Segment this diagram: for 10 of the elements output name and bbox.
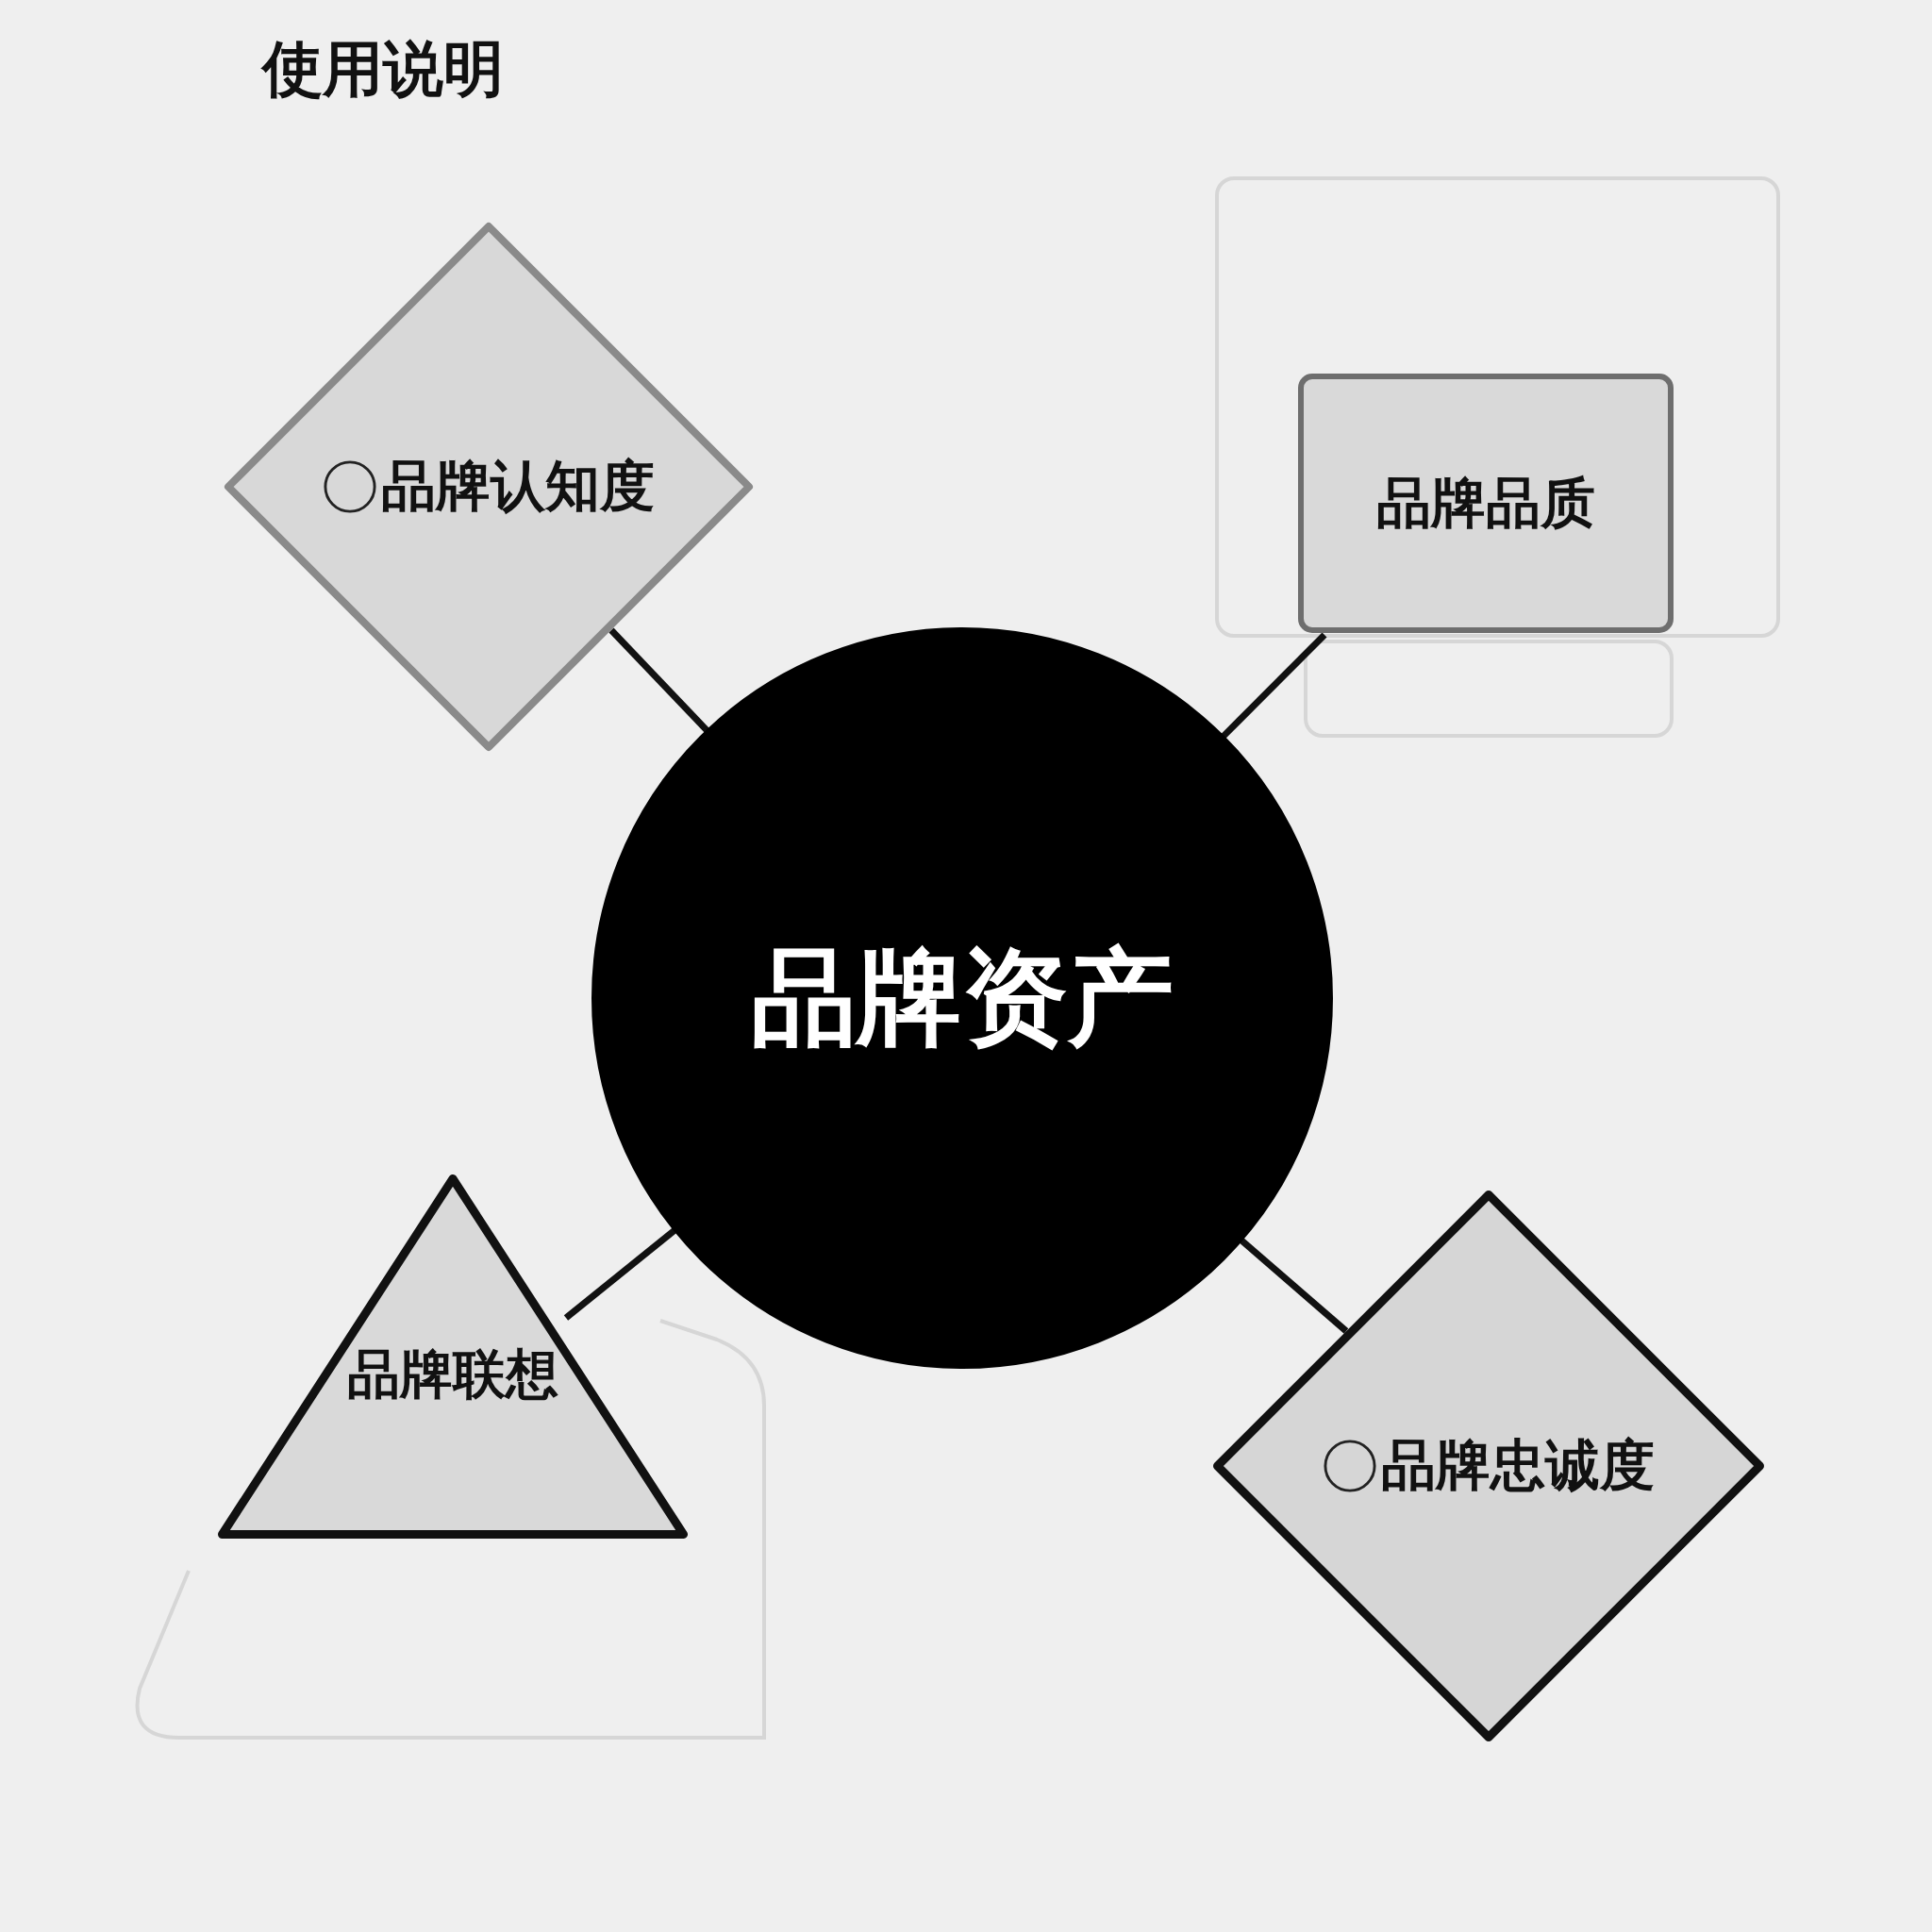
node-label: 品牌认知度	[381, 453, 655, 520]
title: 使用说明	[262, 33, 504, 106]
connector-line	[1238, 1236, 1349, 1334]
connector-line	[563, 1226, 678, 1321]
node-label: 品牌资产	[751, 934, 1174, 1060]
connector-line	[608, 627, 711, 735]
connector-line	[1219, 632, 1327, 741]
node-label: 品牌联想	[347, 1341, 558, 1407]
node-label: 品牌品质	[1376, 469, 1595, 537]
node-label: 品牌忠诚度	[1381, 1432, 1655, 1499]
